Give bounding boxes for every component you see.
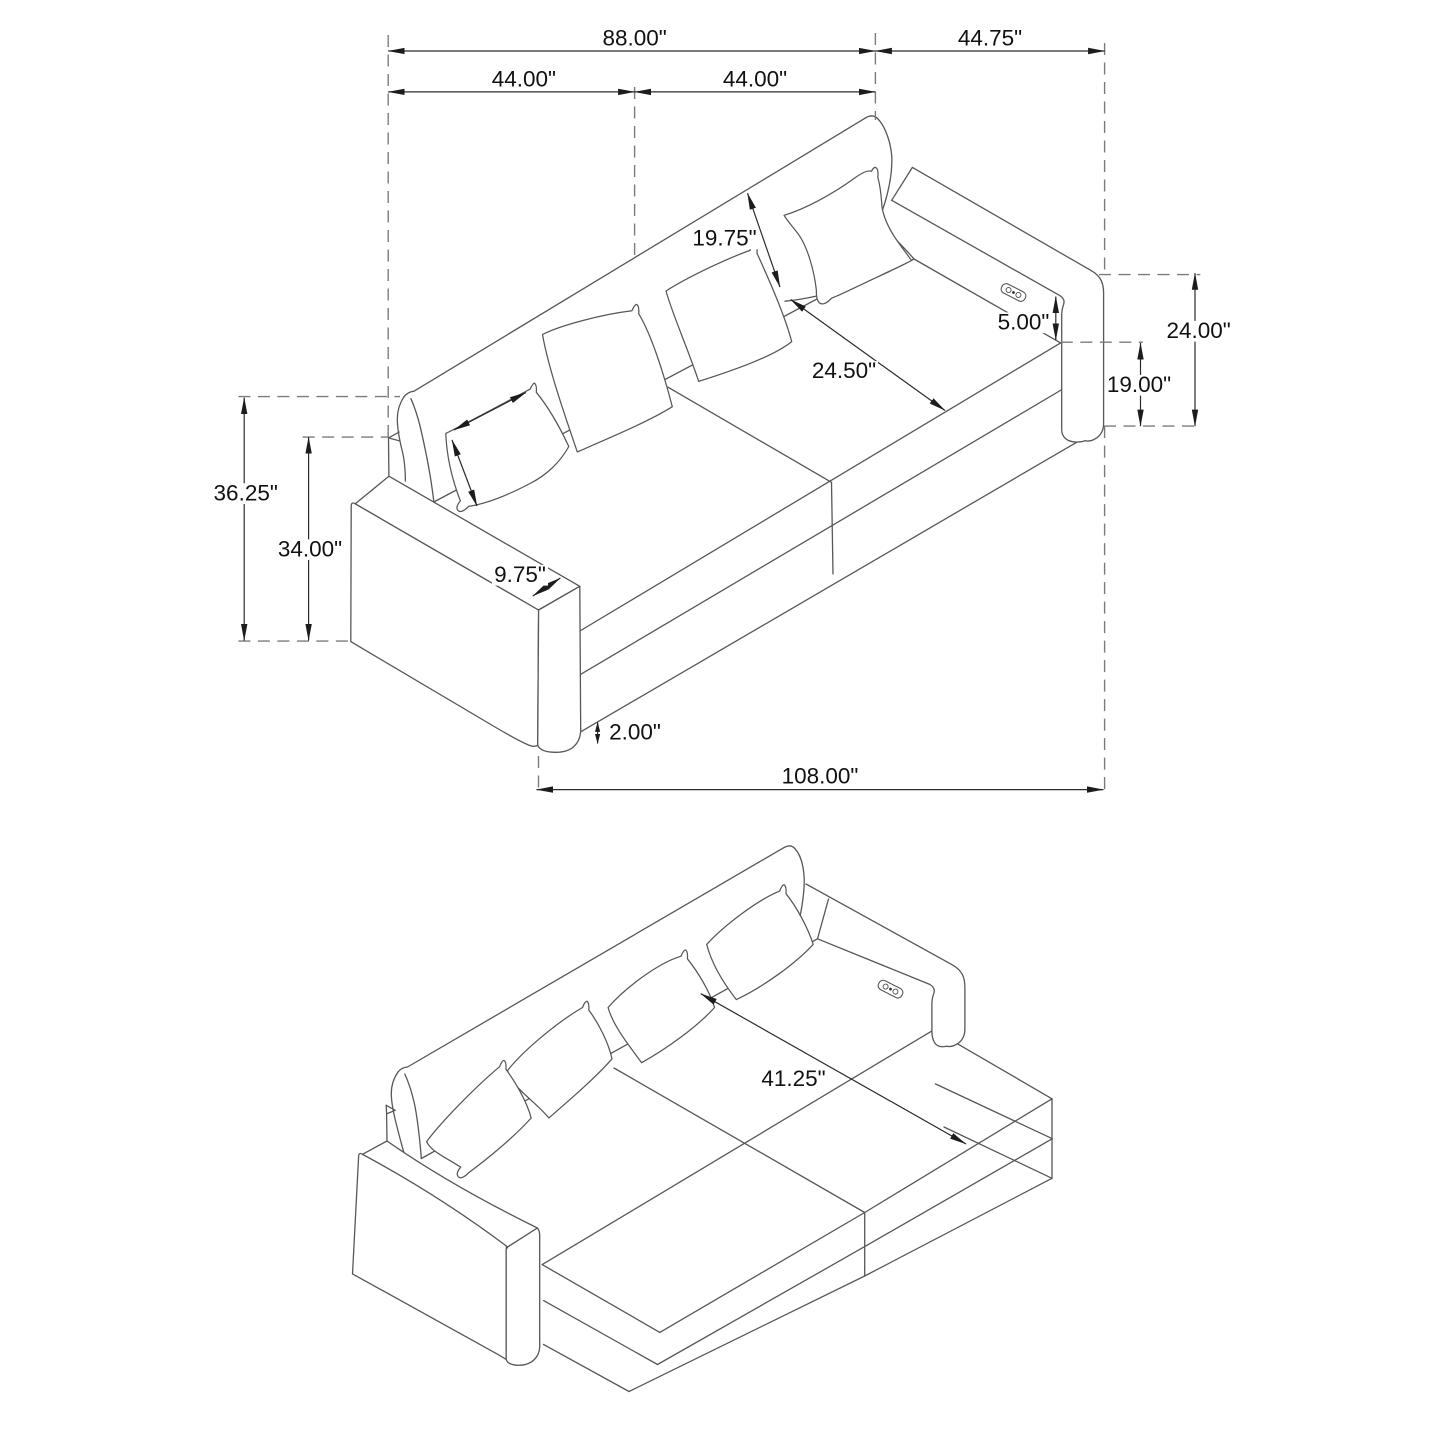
svg-text:44.75": 44.75" <box>958 25 1022 50</box>
svg-text:108.00": 108.00" <box>782 764 859 789</box>
svg-text:24.50": 24.50" <box>812 358 876 383</box>
svg-text:2.00": 2.00" <box>609 720 661 745</box>
svg-text:88.00": 88.00" <box>602 25 666 50</box>
svg-text:9.75": 9.75" <box>494 562 546 587</box>
svg-text:41.25": 41.25" <box>761 1066 825 1091</box>
svg-text:34.00": 34.00" <box>278 536 342 561</box>
svg-text:36.25": 36.25" <box>214 480 278 505</box>
svg-text:19.75": 19.75" <box>692 226 756 251</box>
svg-text:44.00": 44.00" <box>492 66 556 91</box>
svg-text:24.00": 24.00" <box>1166 318 1230 343</box>
svg-text:44.00": 44.00" <box>723 66 787 91</box>
svg-text:19.00": 19.00" <box>1107 372 1171 397</box>
svg-text:5.00": 5.00" <box>998 310 1050 335</box>
